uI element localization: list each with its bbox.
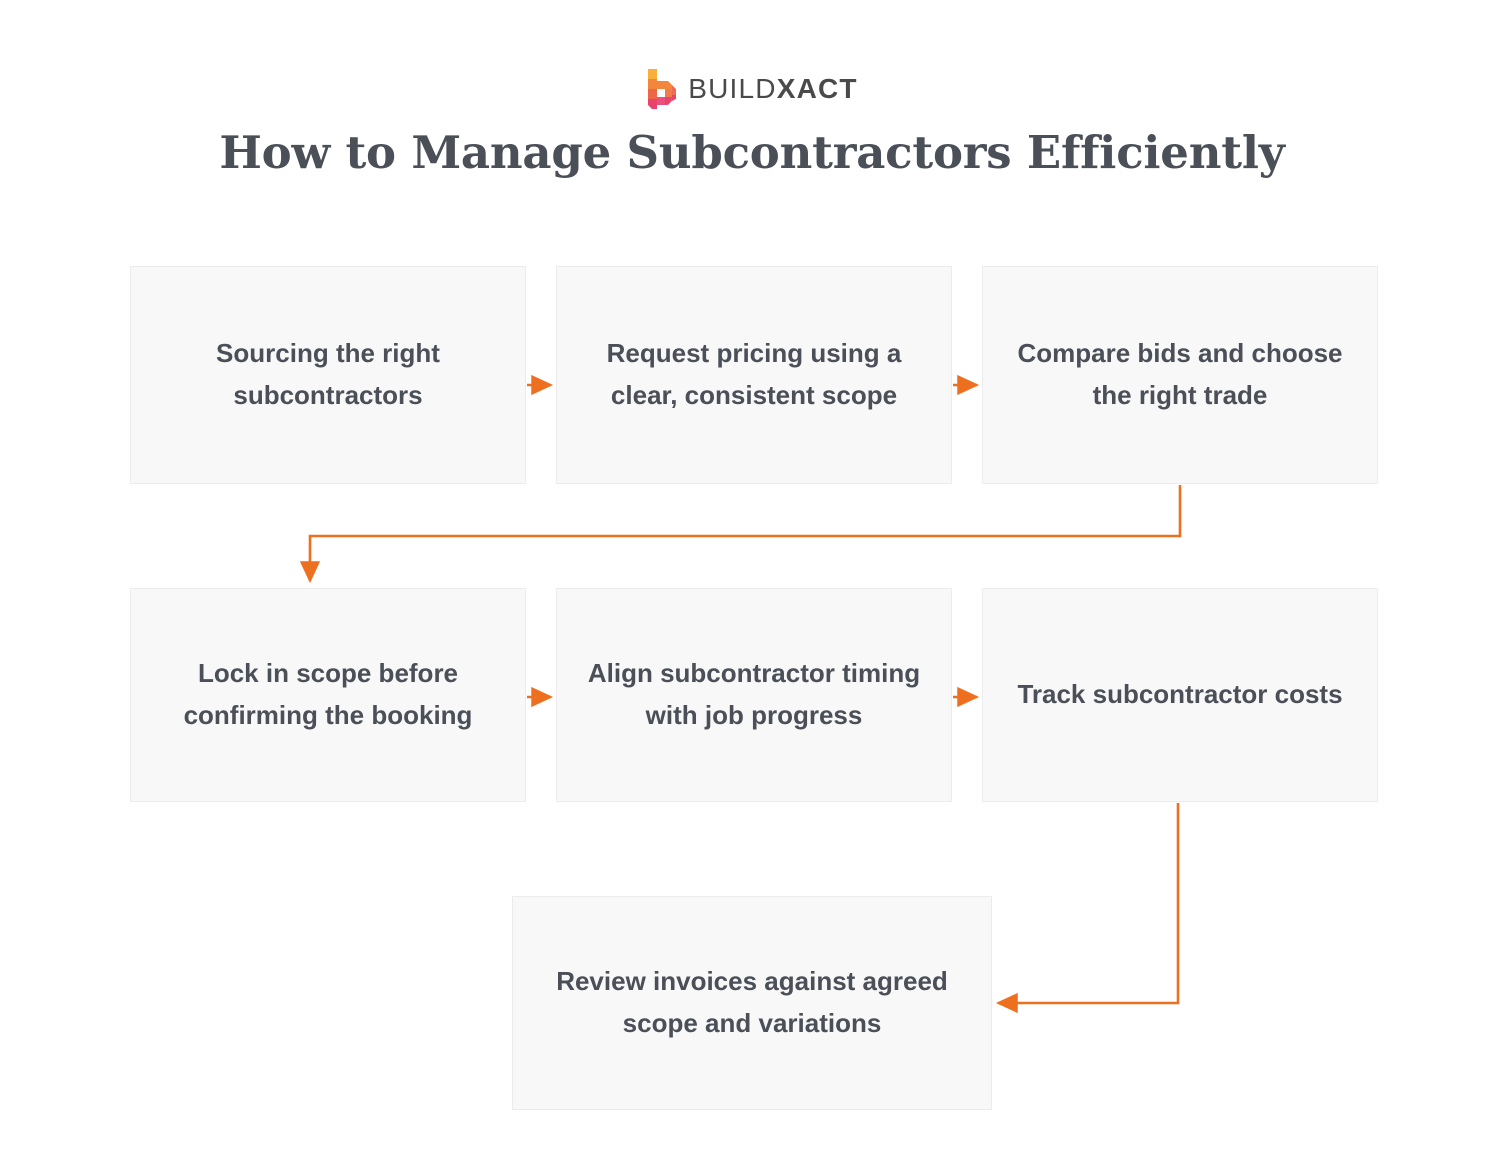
flow-node-review-invoices[interactable]: Review invoices against agreed scope and…: [512, 896, 992, 1110]
flow-node-align-timing[interactable]: Align subcontractor timing with job prog…: [556, 588, 952, 802]
flow-node-label: Request pricing using a clear, consisten…: [606, 338, 902, 410]
wordmark-build: BUILD: [688, 73, 777, 104]
flow-node-track-costs[interactable]: Track subcontractor costs: [982, 588, 1378, 802]
flow-node-lock-in-scope[interactable]: Lock in scope before confirming the book…: [130, 588, 526, 802]
flow-node-compare-bids[interactable]: Compare bids and choose the right trade: [982, 266, 1378, 484]
flow-node-request-pricing[interactable]: Request pricing using a clear, consisten…: [556, 266, 952, 484]
page-title: How to Manage Subcontractors Efficiently: [219, 126, 1285, 179]
flow-node-label: Sourcing the right subcontractors: [216, 338, 440, 410]
flow-node-label: Compare bids and choose the right trade: [1017, 338, 1343, 410]
flow-node-label: Lock in scope before confirming the book…: [183, 658, 473, 730]
flow-node-sourcing-subcontractors[interactable]: Sourcing the right subcontractors: [130, 266, 526, 484]
flow-node-label: Align subcontractor timing with job prog…: [587, 658, 921, 730]
flow-node-label: Track subcontractor costs: [1017, 679, 1343, 710]
buildxact-b-logo-icon: [648, 69, 677, 109]
flow-node-label: Review invoices against agreed scope and…: [556, 966, 948, 1038]
wordmark-xact: XACT: [776, 73, 858, 104]
